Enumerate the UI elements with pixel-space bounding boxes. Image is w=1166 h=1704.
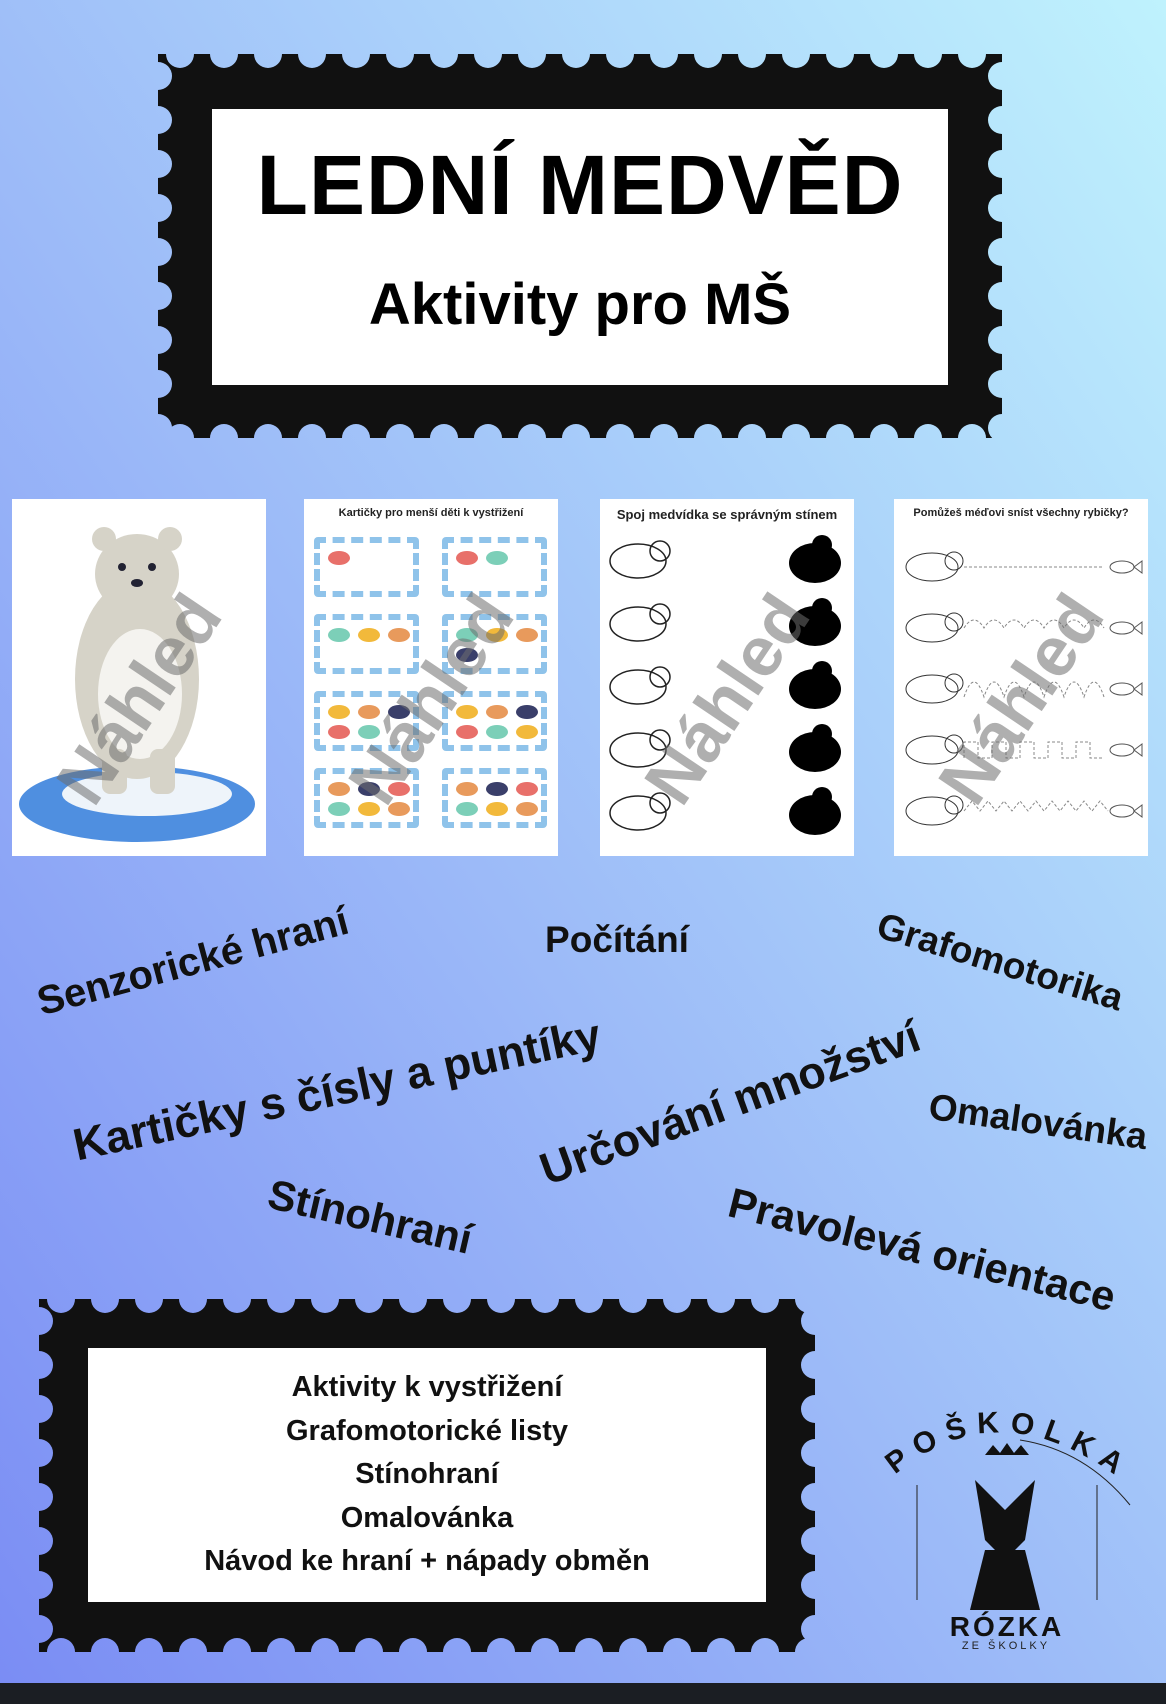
- fish-icon: [328, 705, 350, 719]
- page-subtitle: Aktivity pro MŠ: [368, 272, 792, 337]
- fox-logo-icon: POŠKOLKA RÓZKA: [879, 1406, 1131, 1642]
- bear-outline-icon: [905, 734, 964, 765]
- page-title: LEDNÍ MEDVĚD: [256, 138, 904, 232]
- fish-icon: [516, 782, 538, 796]
- fish-icon: [328, 725, 350, 739]
- fish-icon: [516, 802, 538, 816]
- bear-outline-icon: [609, 729, 671, 768]
- fish-card: [314, 691, 419, 751]
- fish-outline-icon: [1109, 804, 1143, 818]
- logo-tagline: ZE ŠKOLKY: [961, 1640, 1051, 1652]
- fish-card: [314, 768, 419, 828]
- fish-outline-icon: [1109, 560, 1143, 574]
- fish-icon: [456, 551, 478, 565]
- preview-heading: Pomůžeš méďovi sníst všechny rybičky?: [913, 507, 1129, 519]
- topic-counting: Počítání: [545, 919, 689, 960]
- preview-bear-coloring[interactable]: Náhled: [12, 499, 266, 856]
- fish-icon: [456, 648, 478, 662]
- fish-icon: [486, 782, 508, 796]
- topic-shadow-play: Stínohraní: [263, 1170, 477, 1263]
- topic-sensory-play: Senzorické hraní: [32, 898, 354, 1025]
- fish-card: [314, 614, 419, 674]
- fish-icon: [328, 782, 350, 796]
- fish-icon: [456, 782, 478, 796]
- bear-outline-icon: [609, 540, 671, 579]
- fish-icon: [516, 725, 538, 739]
- fish-icon: [358, 628, 380, 642]
- topic-coloring: Omalovánka: [926, 1085, 1150, 1158]
- preview-heading: Spoj medvídka se správným stínem: [616, 507, 838, 522]
- fish-icon: [456, 802, 478, 816]
- fish-icon: [516, 628, 538, 642]
- fish-outline-icon: [1109, 682, 1143, 696]
- fish-card: [442, 537, 547, 597]
- bear-shadow-icon: [789, 535, 841, 583]
- contents-list: Aktivity k vystřižení Grafomotorické lis…: [88, 1348, 766, 1602]
- fish-icon: [516, 705, 538, 719]
- bear-outline-icon: [609, 792, 671, 831]
- bear-shadow-icon: [789, 661, 841, 709]
- title-stamp-frame: LEDNÍ MEDVĚD Aktivity pro MŠ: [158, 54, 1002, 438]
- fish-outline-icon: [1109, 621, 1143, 635]
- polar-bear-illustration: [19, 527, 255, 842]
- tracing-path: [963, 741, 1104, 759]
- topic-number-cards: Kartičky s čísly a puntíky: [68, 1008, 606, 1171]
- preview-shadow-match[interactable]: Spoj medvídka se správným stínem Náhled: [600, 499, 854, 856]
- bear-outline-icon: [905, 551, 964, 582]
- fish-icon: [456, 725, 478, 739]
- logo-name: RÓZKA: [950, 1611, 1065, 1640]
- fish-icon: [388, 628, 410, 642]
- bottom-bar: [0, 1683, 1166, 1704]
- bear-shadow-illustrations: [609, 535, 841, 835]
- fish-icon: [358, 725, 380, 739]
- bear-shadow-icon: [789, 724, 841, 772]
- fish-icon: [388, 802, 410, 816]
- fish-icon: [328, 551, 350, 565]
- bear-shadow-icon: [789, 598, 841, 646]
- brand-logo: POŠKOLKA RÓZKA ZE ŠKOLKY: [875, 1400, 1137, 1654]
- contents-item: Grafomotorické listy: [285, 1414, 569, 1447]
- contents-item: Návod ke hraní + nápady obměn: [204, 1545, 650, 1577]
- tracing-path: [963, 681, 1105, 699]
- fish-icon: [486, 705, 508, 719]
- tracing-lines-illustration: [905, 551, 1143, 826]
- fish-icon: [388, 705, 410, 719]
- contents-item: Omalovánka: [340, 1501, 514, 1534]
- contents-item: Aktivity k vystřižení: [291, 1371, 563, 1403]
- fish-outline-icon: [1109, 743, 1143, 757]
- fish-icon: [486, 551, 508, 565]
- fish-card: [314, 537, 419, 597]
- title-panel: LEDNÍ MEDVĚD Aktivity pro MŠ: [212, 109, 948, 385]
- preview-tracing-sheet[interactable]: Pomůžeš méďovi sníst všechny rybičky? Ná…: [894, 499, 1148, 856]
- tracing-path: [963, 619, 1105, 629]
- fish-icon: [486, 802, 508, 816]
- bear-outline-icon: [905, 673, 964, 704]
- bear-shadow-icon: [789, 787, 841, 835]
- fish-icon: [328, 628, 350, 642]
- fish-icon: [358, 705, 380, 719]
- preview-fish-cards[interactable]: Kartičky pro menší děti k vystřižení Náh…: [304, 499, 558, 856]
- fish-icon: [388, 782, 410, 796]
- topic-graphomotor: Grafomotorika: [872, 904, 1129, 1019]
- fish-icon: [486, 725, 508, 739]
- contents-item: Stínohraní: [355, 1458, 499, 1490]
- fish-icon: [358, 782, 380, 796]
- fish-card: [442, 768, 547, 828]
- fish-icon: [328, 802, 350, 816]
- fish-card: [442, 691, 547, 751]
- tracing-path: [963, 800, 1109, 812]
- bear-outline-icon: [609, 666, 671, 705]
- preview-heading: Kartičky pro menší děti k vystřižení: [338, 507, 524, 519]
- fish-icon: [456, 705, 478, 719]
- fish-icon: [456, 628, 478, 642]
- bear-outline-icon: [905, 795, 964, 826]
- bear-outline-icon: [609, 603, 671, 642]
- fish-icon: [486, 628, 508, 642]
- bear-outline-icon: [905, 612, 964, 643]
- fish-icon: [358, 802, 380, 816]
- fish-card: [442, 614, 547, 674]
